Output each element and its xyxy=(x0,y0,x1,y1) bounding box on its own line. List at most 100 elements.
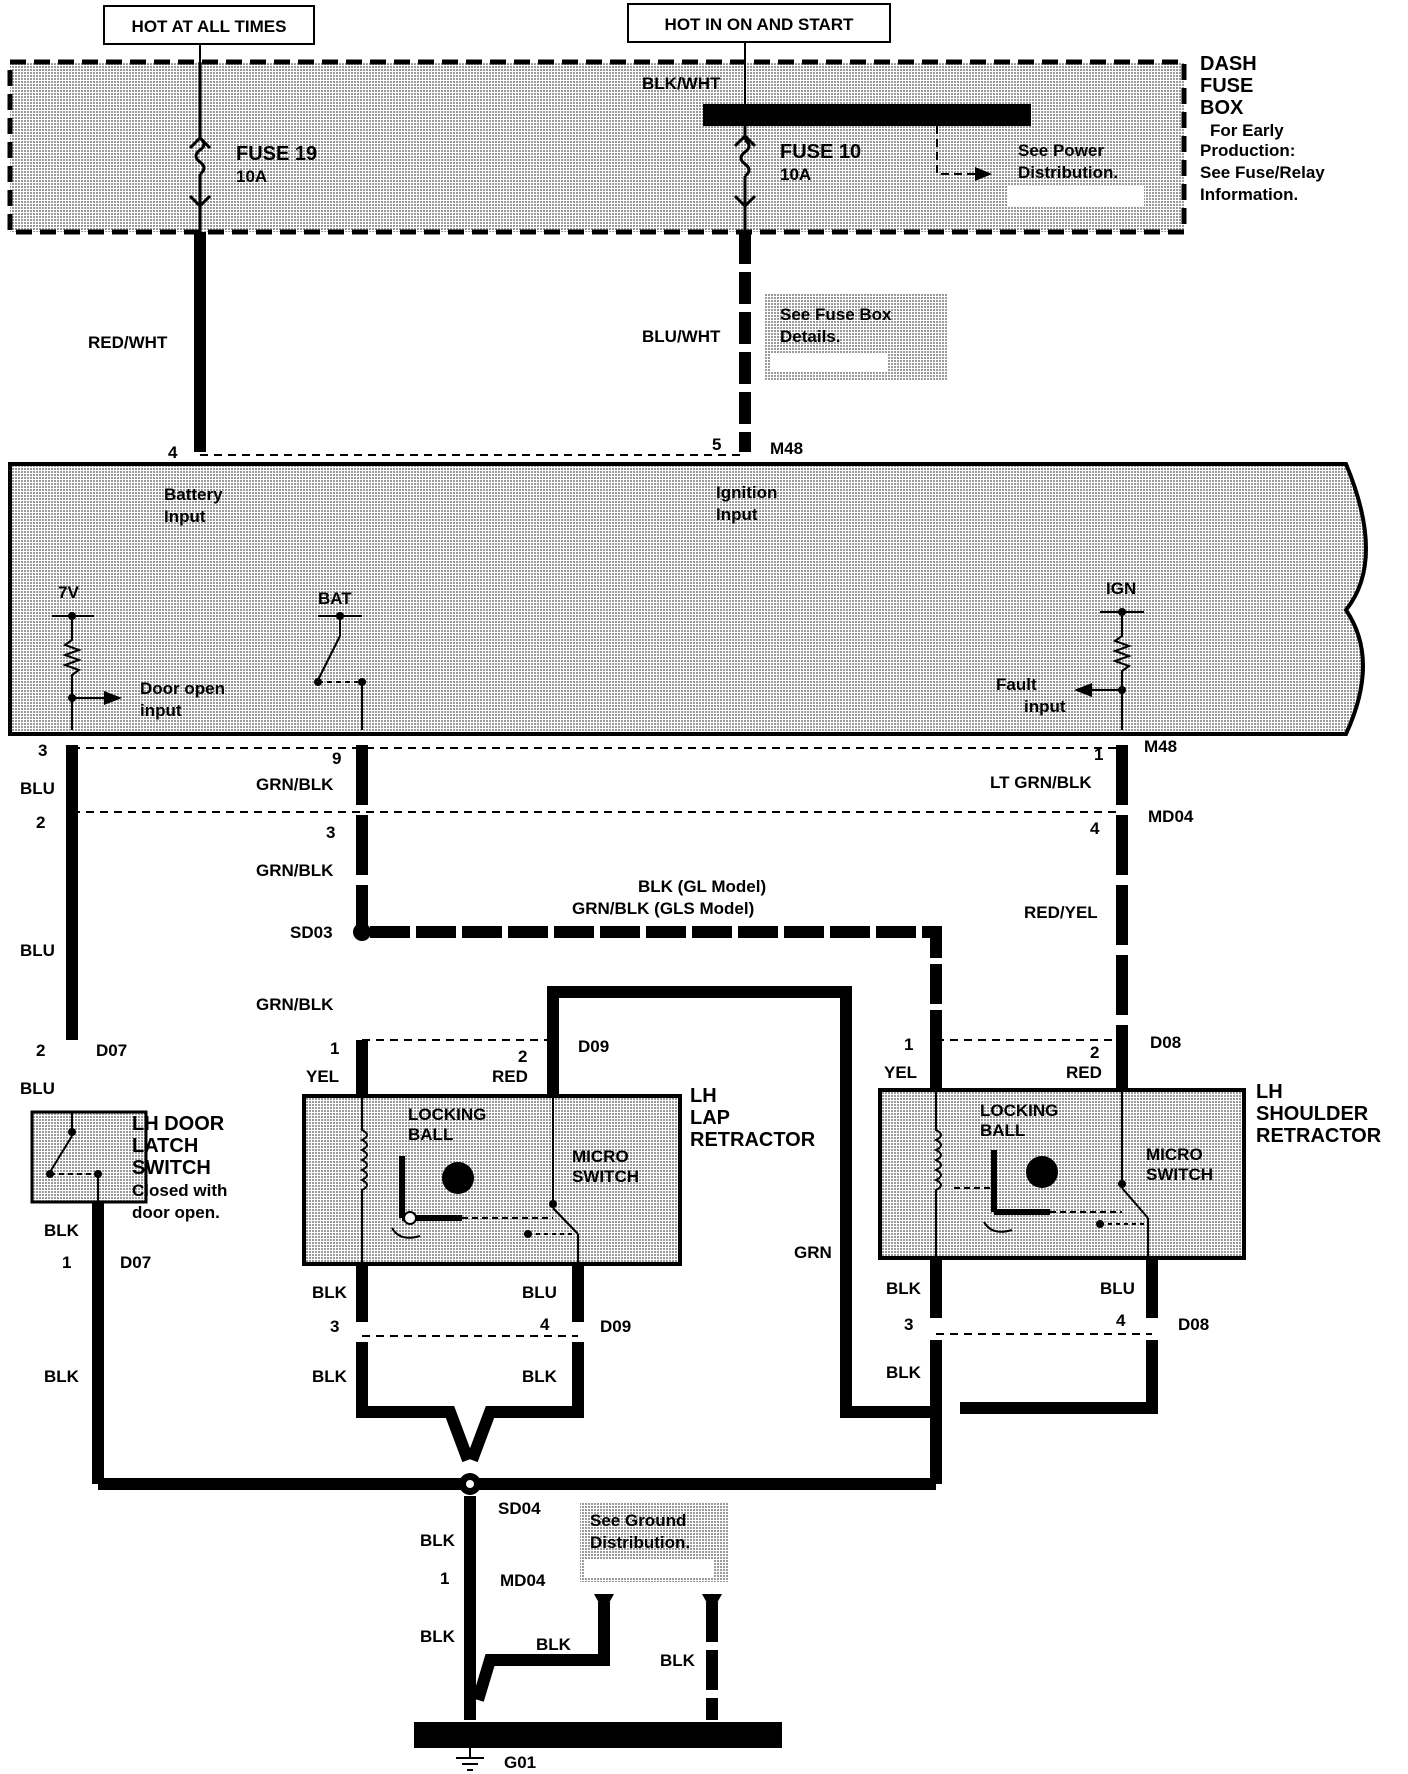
svg-text:YEL: YEL xyxy=(884,1063,917,1082)
svg-text:LT GRN/BLK: LT GRN/BLK xyxy=(990,773,1092,792)
svg-text:G01: G01 xyxy=(504,1753,536,1772)
svg-text:1: 1 xyxy=(440,1569,449,1588)
svg-text:HOT AT ALL TIMES: HOT AT ALL TIMES xyxy=(132,17,287,36)
sd03-splice: SD03 BLK (GL Model) GRN/BLK (GLS Model) … xyxy=(256,877,942,1040)
svg-text:Distribution.: Distribution. xyxy=(590,1533,690,1552)
svg-text:4: 4 xyxy=(1116,1311,1126,1330)
svg-text:GRN: GRN xyxy=(794,1243,832,1262)
svg-text:4: 4 xyxy=(540,1315,550,1334)
svg-text:IGN: IGN xyxy=(1106,579,1136,598)
svg-text:RETRACTOR: RETRACTOR xyxy=(1256,1125,1382,1147)
svg-text:2: 2 xyxy=(518,1047,527,1066)
svg-text:LH DOOR: LH DOOR xyxy=(132,1113,225,1135)
fault-input-circuit: IGN Fault input xyxy=(996,579,1144,730)
svg-text:Door open: Door open xyxy=(140,679,225,698)
svg-text:3: 3 xyxy=(326,823,335,842)
svg-text:See Fuse/Relay: See Fuse/Relay xyxy=(1200,163,1325,182)
svg-text:RED/YEL: RED/YEL xyxy=(1024,903,1098,922)
red-wht-label: RED/WHT xyxy=(88,333,168,352)
svg-text:BLK: BLK xyxy=(44,1367,80,1386)
svg-text:LH: LH xyxy=(1256,1081,1283,1103)
svg-text:RETRACTOR: RETRACTOR xyxy=(690,1129,816,1151)
svg-text:BALL: BALL xyxy=(980,1121,1025,1140)
control-module: Battery Input Ignition Input 7V Door ope… xyxy=(8,462,1368,736)
svg-text:D08: D08 xyxy=(1178,1315,1209,1334)
svg-text:BAT: BAT xyxy=(318,589,352,608)
fuse-bus-bar xyxy=(703,104,1031,126)
locking-ball-icon xyxy=(442,1162,474,1194)
svg-text:BLK: BLK xyxy=(312,1283,348,1302)
svg-text:D07: D07 xyxy=(96,1041,127,1060)
ground-circuit: SD04 See Ground Distribution. BLK 1 MD04… xyxy=(98,1473,936,1772)
svg-text:BLU: BLU xyxy=(1100,1279,1135,1298)
svg-text:BOX: BOX xyxy=(1200,97,1244,119)
module-output-wires: 3 9 1 M48 BLU GRN/BLK LT GRN/BLK 2 3 4 M… xyxy=(20,737,1194,1040)
ground-arrow-icon xyxy=(702,1594,722,1612)
fuse-10: FUSE 10 10A xyxy=(733,126,861,232)
svg-text:GRN/BLK: GRN/BLK xyxy=(256,995,334,1014)
see-ground-distribution-note: See Ground Distribution. xyxy=(580,1502,728,1582)
svg-text:LOCKING: LOCKING xyxy=(980,1101,1058,1120)
svg-text:FUSE: FUSE xyxy=(1200,75,1253,97)
svg-text:2: 2 xyxy=(36,813,45,832)
lap-retractor: 1 2 D09 YEL RED LOCKING BALL MICRO SWITC… xyxy=(302,986,936,1463)
ground-arrow-icon xyxy=(594,1594,614,1612)
arrow-right-icon xyxy=(104,691,122,705)
svg-text:MICRO: MICRO xyxy=(572,1147,629,1166)
svg-text:DASH: DASH xyxy=(1200,53,1257,75)
svg-text:input: input xyxy=(140,701,182,720)
svg-text:SD03: SD03 xyxy=(290,923,333,942)
power-feed-wires: RED/WHT BLU/WHT See Fuse Box Details. 4 … xyxy=(88,232,948,462)
svg-text:BLK: BLK xyxy=(420,1627,456,1646)
svg-text:SD04: SD04 xyxy=(498,1499,541,1518)
svg-text:Input: Input xyxy=(164,507,206,526)
svg-text:See Power: See Power xyxy=(1018,141,1104,160)
svg-text:HOT IN ON AND START: HOT IN ON AND START xyxy=(665,15,854,34)
svg-text:YEL: YEL xyxy=(306,1067,339,1086)
svg-text:D09: D09 xyxy=(578,1037,609,1056)
svg-text:door open.: door open. xyxy=(132,1203,220,1222)
svg-text:3: 3 xyxy=(330,1317,339,1336)
svg-text:D07: D07 xyxy=(120,1253,151,1272)
svg-text:LATCH: LATCH xyxy=(132,1135,198,1157)
svg-text:1: 1 xyxy=(330,1039,339,1058)
svg-text:BLK: BLK xyxy=(44,1221,80,1240)
svg-text:10A: 10A xyxy=(780,165,811,184)
svg-text:1: 1 xyxy=(1094,745,1103,764)
svg-text:Input: Input xyxy=(716,505,758,524)
fuse-19: FUSE 19 10A xyxy=(188,62,317,232)
svg-text:SHOULDER: SHOULDER xyxy=(1256,1103,1369,1125)
svg-text:input: input xyxy=(1024,697,1066,716)
svg-text:LOCKING: LOCKING xyxy=(408,1105,486,1124)
bus-wire-label: BLK/WHT xyxy=(642,74,721,93)
arrow-right-icon xyxy=(975,167,992,181)
svg-text:BLU: BLU xyxy=(20,941,55,960)
svg-text:D09: D09 xyxy=(600,1317,631,1336)
bat-switch: BAT xyxy=(314,589,366,730)
svg-text:Production:: Production: xyxy=(1200,141,1295,160)
svg-text:BLK (GL Model): BLK (GL Model) xyxy=(638,877,766,896)
svg-text:GRN/BLK (GLS Model): GRN/BLK (GLS Model) xyxy=(572,899,754,918)
svg-text:4: 4 xyxy=(168,443,178,462)
blu-wht-label: BLU/WHT xyxy=(642,327,721,346)
svg-text:5: 5 xyxy=(712,435,721,454)
svg-text:D08: D08 xyxy=(1150,1033,1181,1052)
svg-text:BLK: BLK xyxy=(522,1367,558,1386)
svg-text:Fault: Fault xyxy=(996,675,1037,694)
svg-text:GRN/BLK: GRN/BLK xyxy=(256,775,334,794)
svg-text:See Ground: See Ground xyxy=(590,1511,686,1530)
svg-text:SWITCH: SWITCH xyxy=(132,1157,211,1179)
svg-text:3: 3 xyxy=(904,1315,913,1334)
svg-text:BLU: BLU xyxy=(20,1079,55,1098)
svg-text:RED: RED xyxy=(1066,1063,1102,1082)
svg-text:BLU: BLU xyxy=(20,779,55,798)
see-fuse-box-details-note: See Fuse Box Details. xyxy=(764,294,948,380)
hot-in-on-and-start-box: HOT IN ON AND START xyxy=(627,3,891,43)
svg-text:SWITCH: SWITCH xyxy=(572,1167,639,1186)
svg-text:For Early: For Early xyxy=(1210,121,1284,140)
arrow-left-icon xyxy=(1074,683,1092,697)
svg-text:Battery: Battery xyxy=(164,485,223,504)
svg-text:FUSE 19: FUSE 19 xyxy=(236,143,317,165)
svg-text:1: 1 xyxy=(904,1035,913,1054)
svg-text:Information.: Information. xyxy=(1200,185,1298,204)
